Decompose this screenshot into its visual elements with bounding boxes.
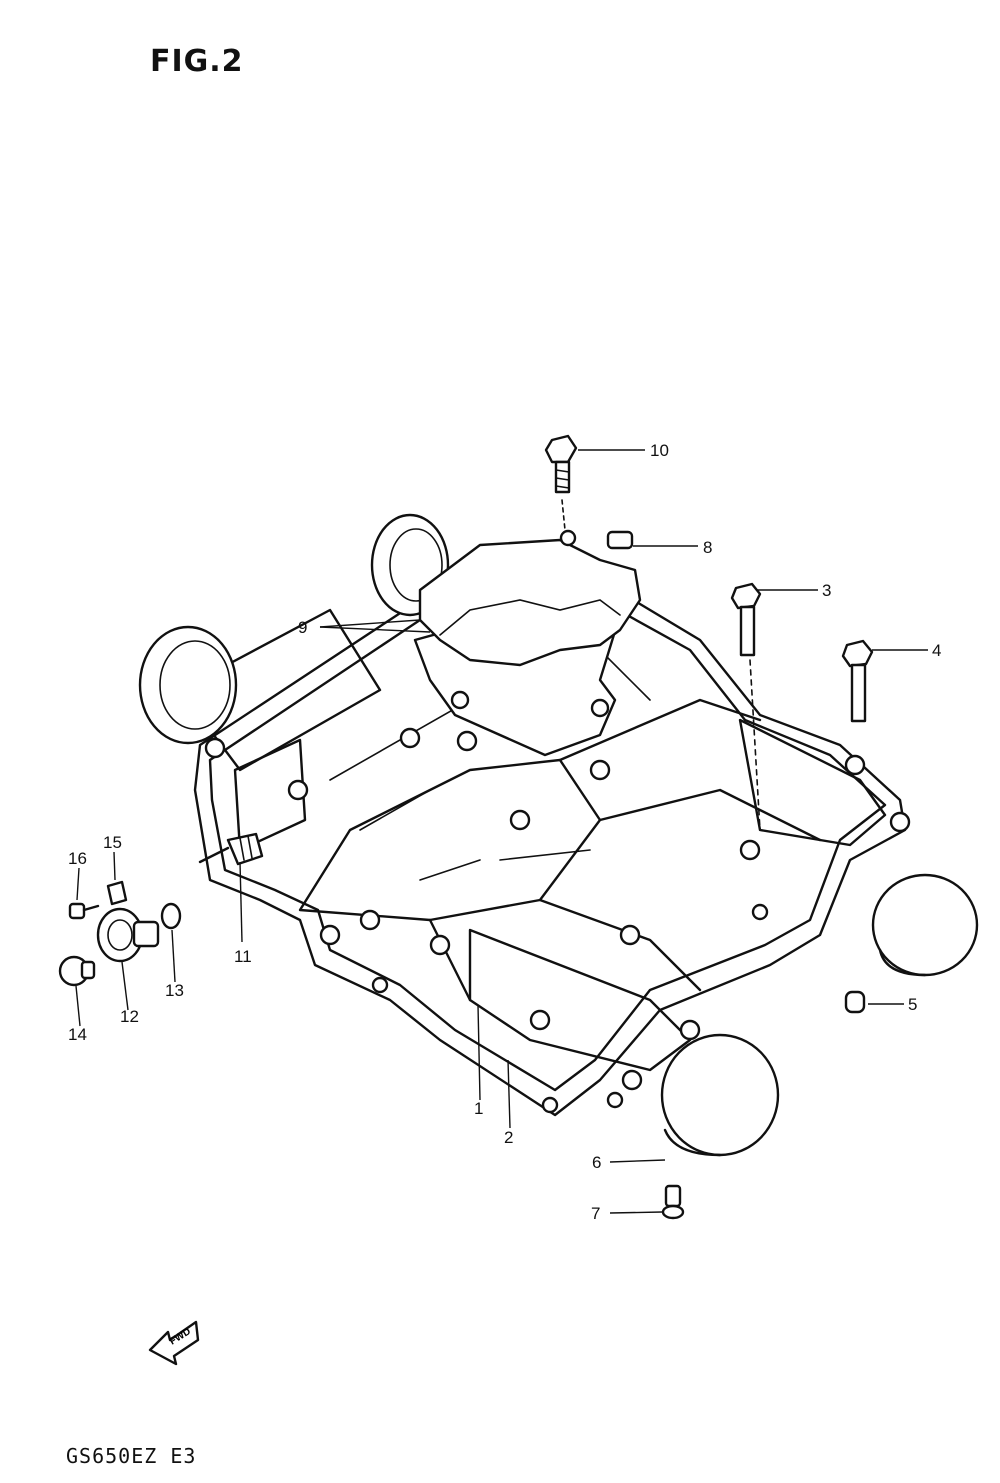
- callout-2: 2: [504, 1128, 513, 1147]
- cam-end-cap-left-rear: [138, 625, 238, 745]
- callout-8: 8: [703, 538, 712, 557]
- model-code: GS650EZ E3: [66, 1444, 197, 1468]
- callout-11: 11: [234, 947, 252, 966]
- callout-16: 16: [68, 849, 87, 868]
- callout-10: 10: [650, 441, 669, 460]
- head-cover-body: [178, 578, 911, 1117]
- forward-direction-badge: FWD: [148, 1320, 200, 1366]
- callout-1: 1: [474, 1099, 483, 1118]
- head-cover-shell: [208, 598, 887, 1092]
- cap-screw: [661, 1184, 685, 1220]
- callout-9: 9: [298, 618, 307, 637]
- callout-12: 12: [120, 1007, 139, 1026]
- dowel-pin: [844, 990, 866, 1014]
- breather-cover: [413, 529, 642, 757]
- figure-title: FIG.2: [150, 44, 244, 79]
- leader-lines: [75, 449, 928, 1214]
- cam-end-cap-front: [660, 1033, 780, 1157]
- callout-4: 4: [932, 641, 941, 660]
- tacho-drive-gear: [198, 832, 264, 866]
- callout-13: 13: [165, 981, 184, 1000]
- head-cover-gasket: [193, 578, 907, 1117]
- tacho-retainer-plate: [106, 880, 128, 906]
- callout-3: 3: [822, 581, 831, 600]
- callout-5: 5: [908, 995, 917, 1014]
- callout-14: 14: [68, 1025, 87, 1044]
- tacho-drive-housing: [96, 907, 160, 963]
- tacho-drive-seal: [160, 902, 182, 930]
- callout-numbers: 1 2 3 4 5 6 7 8 9 10 11 12 13 14 15 16: [68, 441, 941, 1223]
- callout-6: 6: [592, 1153, 601, 1172]
- bolt-long-4: [841, 639, 874, 723]
- cam-end-cap-right: [871, 873, 979, 977]
- tacho-drive-plug: [58, 955, 96, 987]
- tacho-retainer-screw: [68, 902, 100, 920]
- callout-15: 15: [103, 833, 122, 852]
- callout-7: 7: [591, 1204, 600, 1223]
- bolt-breather-cover: [544, 434, 578, 531]
- bolt-long-3: [730, 582, 762, 831]
